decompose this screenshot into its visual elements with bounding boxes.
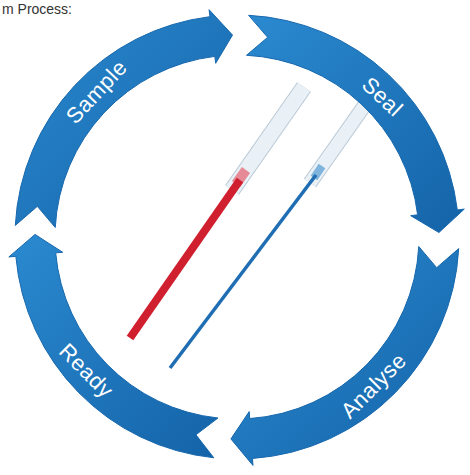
blue-capillary [170,175,316,368]
red-capillary [130,180,240,338]
arrow-shape [247,15,465,232]
glass-sleeve [232,87,304,190]
arrow-shape [15,10,232,228]
glass-sleeve [232,87,304,190]
arrow-shape [231,247,459,466]
heading-fragment: m Process: [2,1,72,17]
arrow-shape [9,234,218,457]
